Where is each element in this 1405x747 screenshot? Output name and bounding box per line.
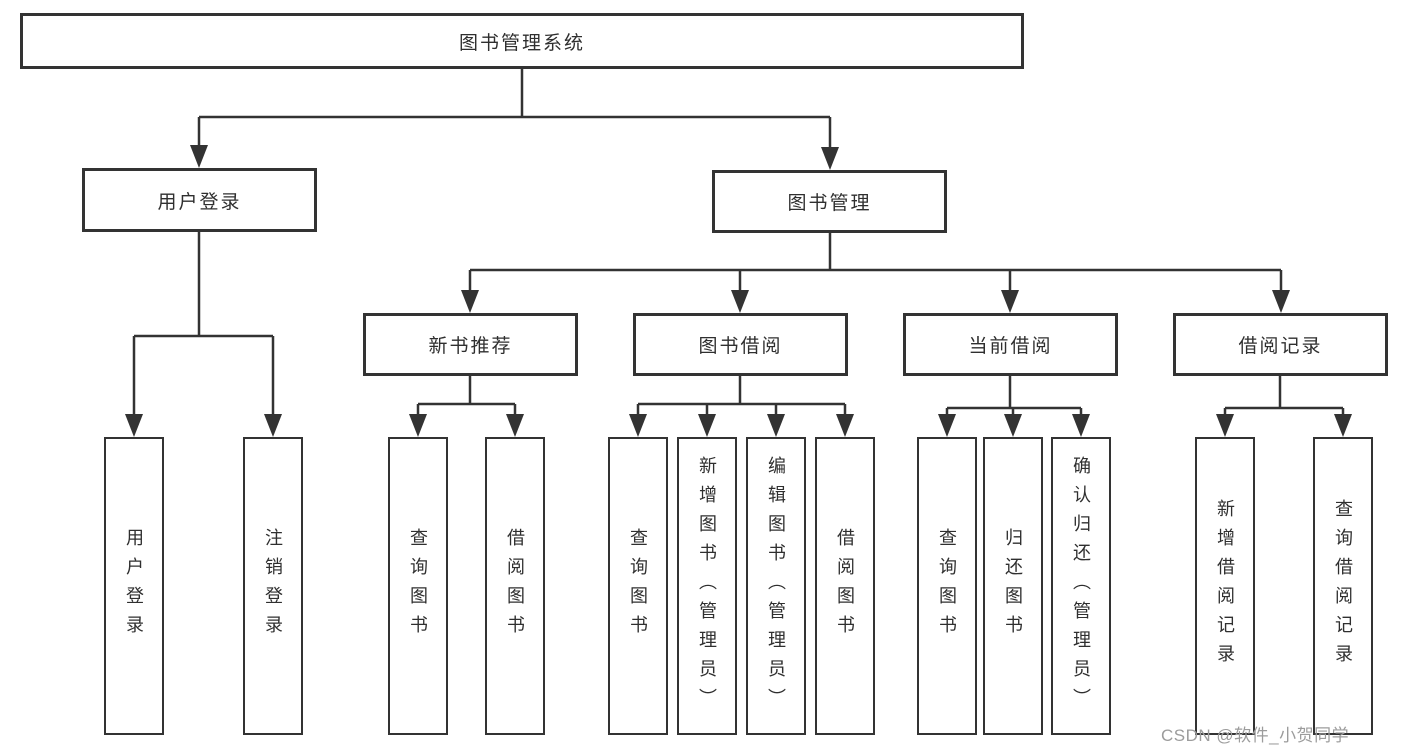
leaf-query-book-borrowing: 查询图书: [608, 437, 668, 735]
leaf-label: 编辑图书（管理员）: [766, 455, 786, 717]
leaf-user-login: 用户登录: [104, 437, 164, 735]
leaf-label: 注销登录: [263, 528, 283, 644]
leaf-query-book-current: 查询图书: [917, 437, 977, 735]
leaf-query-book-recommend: 查询图书: [388, 437, 448, 735]
leaf-query-borrow-record: 查询借阅记录: [1313, 437, 1373, 735]
leaf-label: 查询图书: [408, 528, 428, 644]
leaf-label: 借阅图书: [835, 528, 855, 644]
leaf-label: 新增借阅记录: [1215, 499, 1235, 673]
leaf-label: 借阅图书: [505, 528, 525, 644]
leaf-edit-book-admin: 编辑图书（管理员）: [746, 437, 806, 735]
node-book-management: 图书管理: [712, 170, 947, 233]
leaf-label: 确认归还（管理员）: [1071, 455, 1091, 717]
node-library-management-system: 图书管理系统: [20, 13, 1024, 69]
leaf-confirm-return-admin: 确认归还（管理员）: [1051, 437, 1111, 735]
leaf-label: 用户登录: [124, 528, 144, 644]
leaf-add-borrow-record: 新增借阅记录: [1195, 437, 1255, 735]
leaf-return-book: 归还图书: [983, 437, 1043, 735]
node-borrowing-records: 借阅记录: [1173, 313, 1388, 376]
leaf-label: 查询图书: [937, 528, 957, 644]
node-new-book-recommendation: 新书推荐: [363, 313, 578, 376]
leaf-borrow-book-recommend: 借阅图书: [485, 437, 545, 735]
leaf-label: 查询图书: [628, 528, 648, 644]
arrowheads: [125, 145, 1352, 437]
leaf-add-book-admin: 新增图书（管理员）: [677, 437, 737, 735]
leaf-label: 新增图书（管理员）: [697, 455, 717, 717]
leaf-label: 归还图书: [1003, 528, 1023, 644]
leaf-borrow-book: 借阅图书: [815, 437, 875, 735]
leaf-label: 查询借阅记录: [1333, 499, 1353, 673]
node-current-borrowing: 当前借阅: [903, 313, 1118, 376]
leaf-logout: 注销登录: [243, 437, 303, 735]
node-user-login: 用户登录: [82, 168, 317, 232]
node-book-borrowing: 图书借阅: [633, 313, 848, 376]
csdn-watermark: CSDN @软件_小贺同学: [1161, 726, 1350, 745]
